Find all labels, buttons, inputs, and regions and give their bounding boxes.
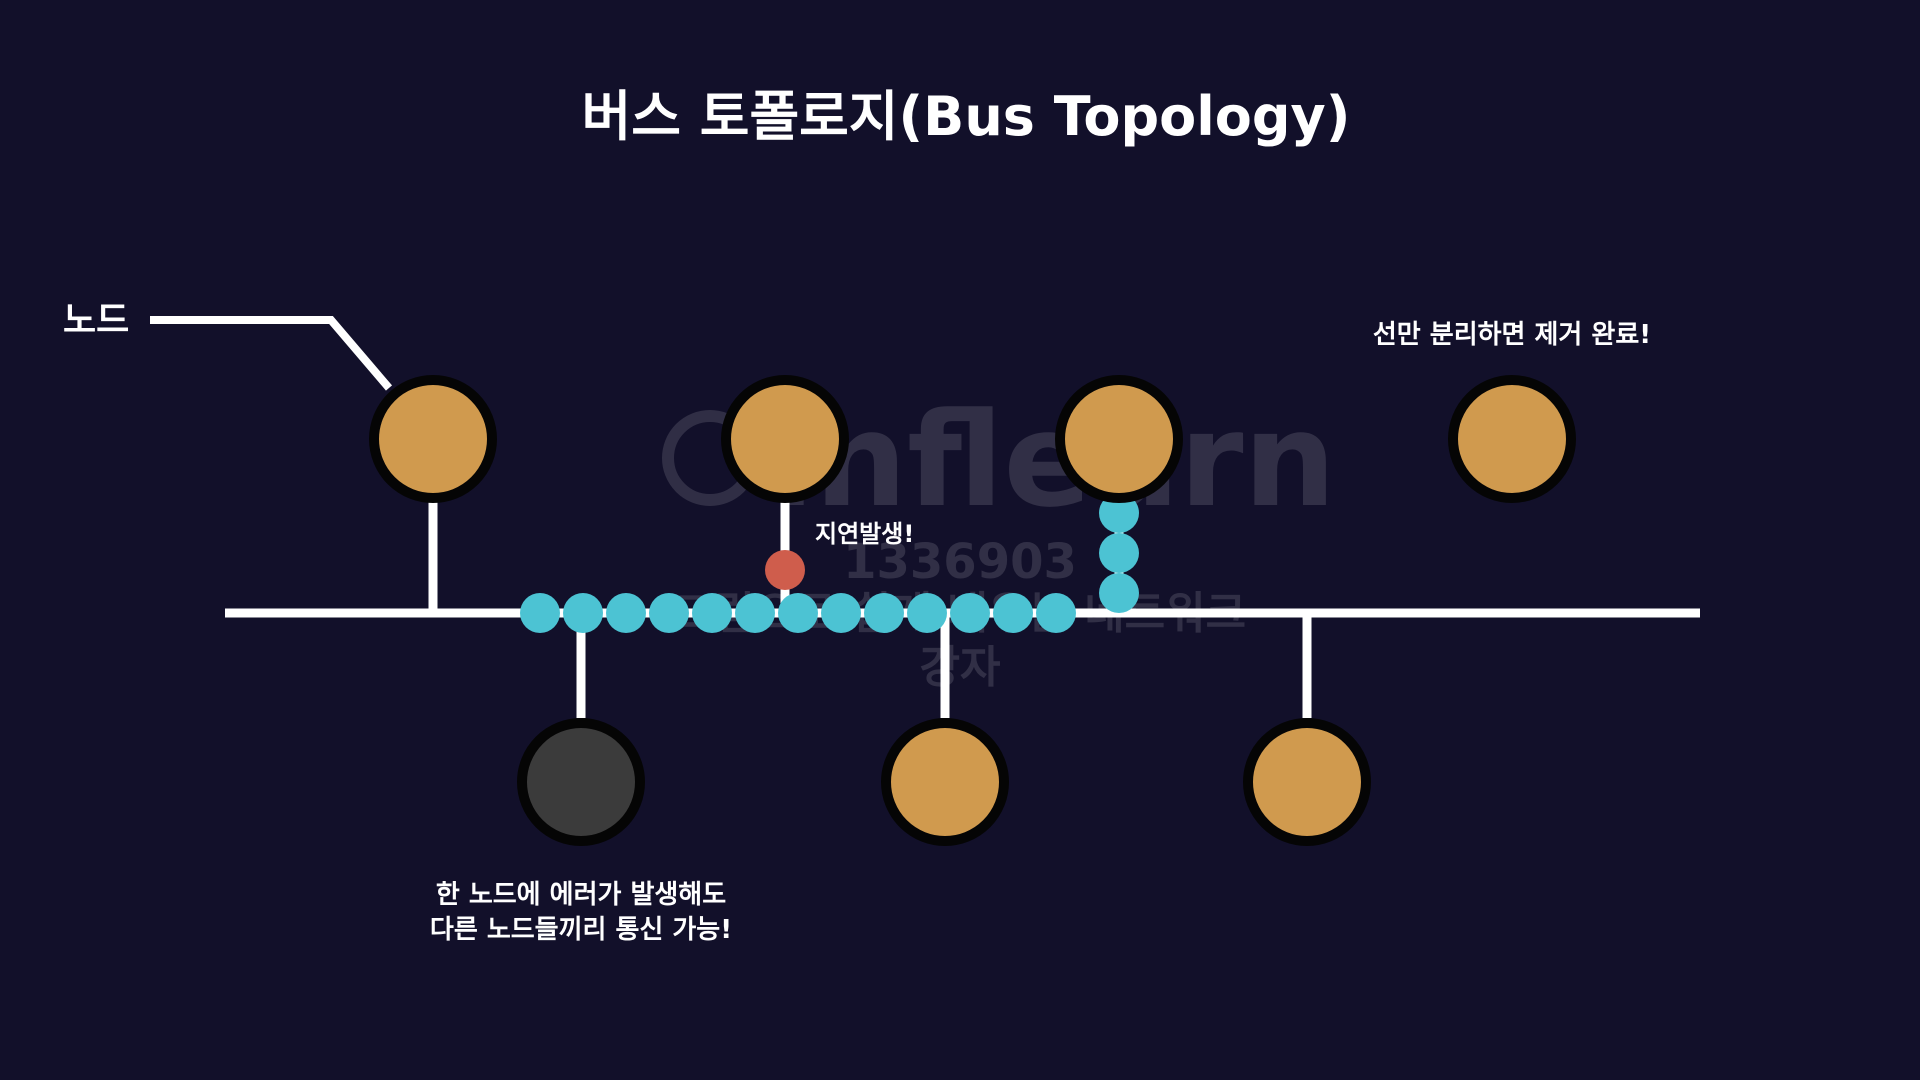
signal-dot bbox=[907, 593, 947, 633]
signal-dot bbox=[993, 593, 1033, 633]
page-title: 버스 토폴로지(Bus Topology) bbox=[582, 85, 1351, 148]
delay-label: 지연발생! bbox=[815, 520, 914, 548]
signal-dot bbox=[950, 593, 990, 633]
watermark-id: 1336903 bbox=[843, 534, 1077, 590]
signal-dot bbox=[606, 593, 646, 633]
node-top-4 bbox=[1448, 375, 1576, 503]
error-note-line2: 다른 노드들끼리 통신 가능! bbox=[430, 915, 732, 945]
signal-dot bbox=[1099, 533, 1139, 573]
nodes bbox=[369, 375, 1576, 846]
removal-label: 선만 분리하면 제거 완료! bbox=[1373, 320, 1651, 350]
watermark-line2: 강자 bbox=[920, 642, 1001, 693]
node-top-2 bbox=[721, 375, 849, 503]
signal-dot bbox=[1099, 573, 1139, 613]
node-bottom-2 bbox=[881, 718, 1009, 846]
signal-dot bbox=[520, 593, 560, 633]
node-bottom-1 bbox=[517, 718, 645, 846]
node-top-3 bbox=[1055, 375, 1183, 503]
signal-dot bbox=[864, 593, 904, 633]
signal-dot bbox=[563, 593, 603, 633]
node-label: 노드 bbox=[63, 300, 129, 341]
node-top-1 bbox=[369, 375, 497, 503]
signal-dot bbox=[735, 593, 775, 633]
node-label-leader bbox=[150, 316, 393, 391]
signal-dot bbox=[778, 593, 818, 633]
signal-dot bbox=[692, 593, 732, 633]
signal-path bbox=[520, 493, 1139, 633]
node-bottom-3 bbox=[1243, 718, 1371, 846]
signal-dot bbox=[1099, 493, 1139, 533]
watermark-logo: inflearn bbox=[770, 384, 1336, 536]
error-note-line1: 한 노드에 에러가 발생해도 bbox=[436, 880, 726, 910]
signal-dot bbox=[649, 593, 689, 633]
signal-dot bbox=[821, 593, 861, 633]
delay-dot bbox=[765, 550, 805, 590]
signal-dot bbox=[1036, 593, 1076, 633]
